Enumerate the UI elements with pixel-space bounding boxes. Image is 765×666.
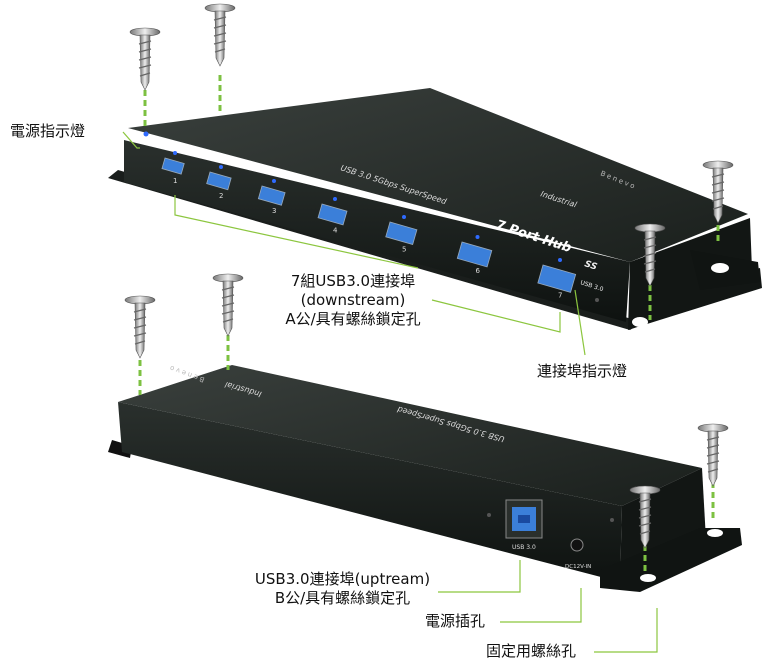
port-led — [219, 165, 223, 169]
front-face — [124, 140, 630, 322]
ss-logo: SS — [583, 259, 598, 272]
port-led — [558, 258, 562, 262]
port-led — [402, 215, 406, 219]
port-number: 3 — [272, 207, 276, 215]
label-line: 7組USB3.0連接埠 — [290, 272, 416, 290]
port-led — [173, 151, 177, 155]
flange-right — [600, 528, 742, 592]
screw-icon — [697, 423, 729, 487]
label-line: USB3.0連接埠(uptream) — [254, 570, 431, 588]
usb-a-port — [317, 203, 348, 226]
callout-lines — [122, 131, 658, 653]
usb-a-port — [161, 157, 185, 175]
screw-icon — [212, 273, 244, 337]
rear-face — [118, 402, 622, 582]
usb-a-port — [537, 264, 577, 293]
screw-icon — [204, 3, 236, 67]
hub-rear-view: USB 3.0 5Gbps SuperSpeed Industrial 7 Po… — [108, 356, 742, 592]
usb-a-port — [257, 185, 286, 206]
port-number: 5 — [402, 245, 406, 253]
label-power-jack: 電源插孔 — [425, 612, 486, 630]
usb-a-port — [385, 221, 418, 246]
label-downstream-ports: 7組USB3.0連接埠 (downstream) A公/具有螺絲鎖定孔 — [268, 272, 438, 329]
right-end-face — [628, 218, 762, 330]
power-led — [143, 131, 149, 137]
port-led — [475, 235, 480, 239]
port-number: 1 — [173, 177, 177, 185]
port-number: 7 — [558, 292, 562, 300]
mount-hole — [707, 529, 723, 537]
port-number: 2 — [219, 192, 223, 200]
label-power-led: 電源指示燈 — [10, 122, 86, 140]
label-line: (downstream) — [300, 291, 406, 309]
label-upstream-port: USB3.0連接埠(uptream) B公/具有螺絲鎖定孔 — [250, 570, 435, 608]
label-line: A公/具有螺絲鎖定孔 — [285, 310, 421, 328]
port-led — [272, 179, 276, 183]
top-face — [128, 88, 748, 262]
dc-label: DC12V-IN — [565, 564, 591, 570]
mount-hole — [640, 574, 656, 582]
upstream-port-label: USB 3.0 — [512, 544, 536, 551]
label-line: B公/具有螺絲鎖定孔 — [274, 589, 411, 607]
screw-icon — [124, 295, 156, 359]
usb-a-port — [206, 171, 232, 191]
label-mount-hole: 固定用螺絲孔 — [486, 642, 577, 660]
screw-icon — [129, 27, 161, 91]
mount-hole — [711, 263, 729, 273]
port-led — [333, 197, 337, 201]
label-port-led: 連接埠指示燈 — [537, 362, 628, 380]
mount-hole — [632, 317, 648, 327]
hub-top-view: USB 3.0 5Gbps SuperSpeed Industrial 7 Po… — [108, 88, 762, 330]
downstream-ports: 1 2 3 4 5 6 7 — [161, 151, 577, 300]
top-face — [118, 365, 702, 506]
port-number: 6 — [476, 267, 481, 275]
usb-a-port — [456, 241, 493, 268]
dc-jack — [570, 538, 584, 552]
port-number: 4 — [333, 226, 338, 234]
